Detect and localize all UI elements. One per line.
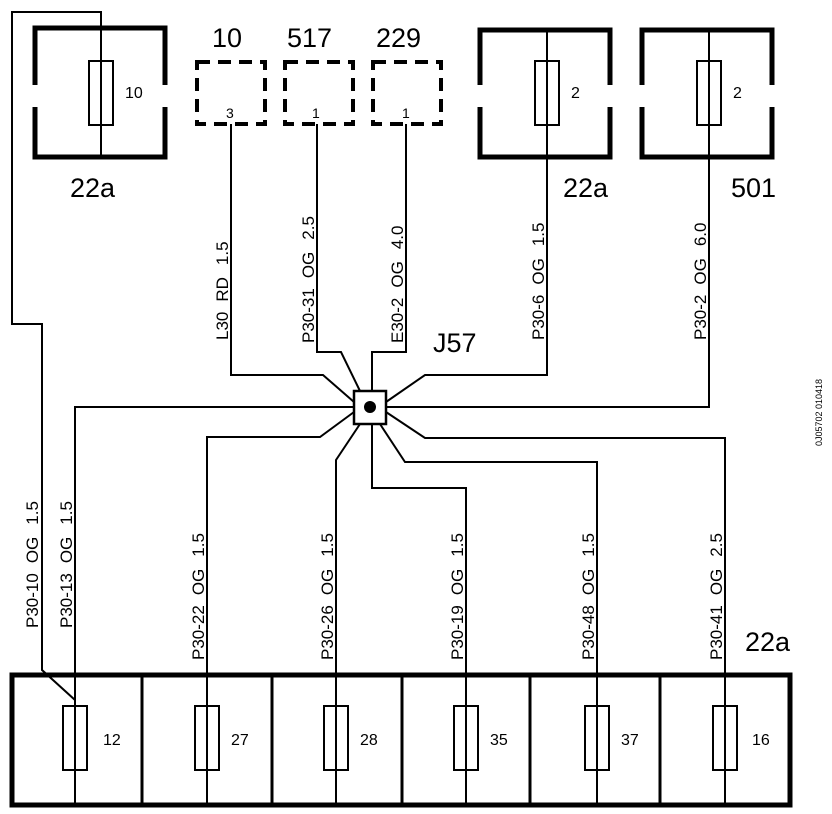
- reference-code: 0J05702 010418: [814, 379, 824, 446]
- wire-p30-10: [11, 11, 102, 701]
- wire-p30-2: [386, 157, 710, 408]
- junction-j57: J57: [352, 328, 477, 426]
- wire-label: P30-13OG1.5: [57, 501, 76, 628]
- wire-p30-26: [335, 423, 361, 805]
- wire-p30-48: [379, 423, 598, 805]
- connector-10: 10 3: [195, 23, 267, 126]
- wire-label: P30-41OG2.5: [707, 533, 726, 660]
- fuse-number: 27: [231, 732, 249, 749]
- fuse-number: 2: [571, 85, 580, 102]
- wire-e30-2: [371, 124, 407, 391]
- fuse-box-label: 501: [731, 173, 776, 203]
- wire-label: P30-31OG2.5: [299, 216, 318, 343]
- wire-labels-top: L30RD1.5 P30-31OG2.5 E30-2OG4.0 P30-6OG1…: [213, 216, 710, 343]
- junction-label: J57: [433, 328, 477, 358]
- fuse-box-501: 2 501: [639, 27, 776, 203]
- wire-labels-bottom: P30-10OG1.5 P30-13OG1.5 P30-22OG1.5 P30-…: [23, 501, 726, 660]
- wire-p30-22: [206, 411, 355, 805]
- wires: [11, 11, 726, 805]
- wire-l30: [230, 124, 355, 403]
- wire-label: E30-2OG4.0: [388, 226, 407, 343]
- pin-number: 1: [312, 105, 320, 121]
- fuse-number: 28: [360, 732, 378, 749]
- fuse-box-22a-right: 2 22a: [477, 27, 613, 203]
- wire-label: L30RD1.5: [213, 241, 232, 340]
- connector-229: 229 1: [371, 23, 443, 126]
- fuse-number: 37: [621, 732, 639, 749]
- connector-label: 10: [212, 23, 242, 53]
- fuse-box-22a-left: 10 22a: [32, 25, 168, 203]
- wire-p30-19: [371, 424, 467, 805]
- wire-label: P30-48OG1.5: [579, 533, 598, 660]
- wire-label: P30-26OG1.5: [318, 533, 337, 660]
- pin-number: 1: [402, 105, 410, 121]
- pin-number: 3: [226, 105, 234, 121]
- junction-dot: [364, 401, 376, 413]
- connector-label: 229: [376, 23, 421, 53]
- fuse-number: 10: [125, 85, 143, 102]
- wire-label: P30-6OG1.5: [529, 223, 548, 340]
- fuse-box-label: 22a: [745, 627, 791, 657]
- wire-p30-41: [385, 411, 726, 805]
- fuse-box-label: 22a: [70, 173, 116, 203]
- wire-p30-6: [385, 157, 548, 403]
- fuse-box-22a-bottom: 22a 12 27 28 35 37 16: [9, 627, 793, 808]
- fuse-number: 2: [733, 85, 742, 102]
- fuse-number: 12: [103, 732, 121, 749]
- wire-p30-31: [316, 124, 361, 392]
- fuse-number: 35: [490, 732, 508, 749]
- wire-label: P30-10OG1.5: [23, 501, 42, 628]
- wire-label: P30-2OG6.0: [691, 223, 710, 340]
- fuse-number: 16: [752, 732, 770, 749]
- wire-label: P30-22OG1.5: [189, 533, 208, 660]
- wire-label: P30-19OG1.5: [448, 533, 467, 660]
- connector-517: 517 1: [283, 23, 355, 126]
- wire-p30-13: [74, 406, 354, 805]
- fuse-box-label: 22a: [563, 173, 609, 203]
- connector-label: 517: [287, 23, 332, 53]
